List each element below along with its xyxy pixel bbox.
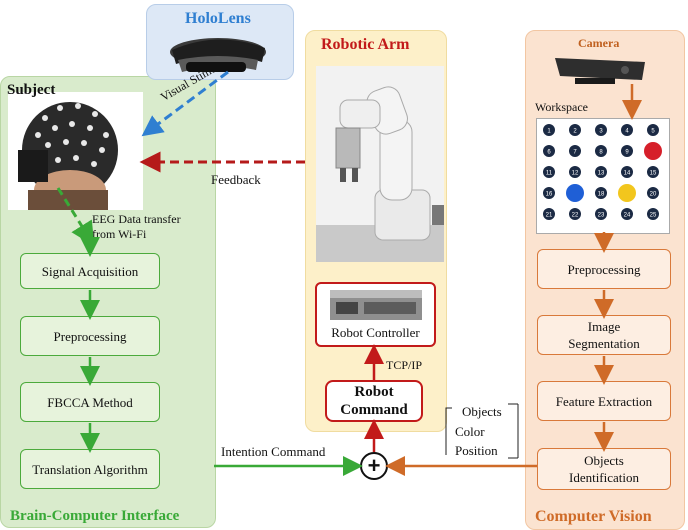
workspace-marker-label: 3 (599, 129, 603, 135)
vision-step-segmentation-line1: Image (587, 319, 621, 334)
workspace-marker (569, 124, 581, 136)
robot-controller-label: Robot Controller (331, 325, 420, 340)
sum-symbol: + (367, 453, 381, 478)
robot-arm-icon (316, 86, 444, 262)
workspace-grid: 1234567891011121314151617181920212223242… (543, 124, 662, 220)
workspace-object-blue (566, 184, 584, 202)
workspace-marker (569, 145, 581, 157)
subject-eeg-head-icon (18, 102, 118, 210)
workspace-marker-label: 16 (546, 192, 553, 198)
workspace-marker-label: 25 (650, 213, 657, 219)
workspace-marker-label: 4 (625, 129, 629, 135)
robot-command-box: Robot Command (325, 380, 423, 422)
vision-step-preprocessing: Preprocessing (537, 249, 671, 289)
eeg-electrodes (35, 103, 109, 167)
tcpip-label: TCP/IP (386, 358, 423, 372)
workspace-marker-label: 14 (624, 171, 631, 177)
robot-title: Robotic Arm (321, 36, 410, 53)
workspace-marker-label: 13 (598, 171, 605, 177)
workspace-marker (569, 166, 581, 178)
workspace-marker-label: 5 (651, 129, 655, 135)
camera-device-icon (555, 58, 645, 84)
workspace-marker-label: 7 (573, 150, 577, 156)
workspace-marker (595, 145, 607, 157)
workspace-marker-label: 15 (650, 171, 657, 177)
workspace-marker-label: 6 (547, 150, 551, 156)
workspace-marker (543, 124, 555, 136)
workspace-marker-label: 21 (546, 213, 553, 219)
workspace-marker (647, 166, 659, 178)
workspace-marker (543, 187, 555, 199)
eeg-label-line2: from Wi-Fi (92, 227, 147, 241)
workspace-marker-label: 9 (625, 150, 629, 156)
vision-step-segmentation: Image Segmentation (537, 315, 671, 355)
vision-step-objects-line1: Objects (584, 453, 624, 468)
workspace-marker (595, 124, 607, 136)
subject-title: Subject (7, 82, 56, 98)
color-label: Color (455, 424, 485, 439)
workspace-marker (647, 208, 659, 220)
camera-title: Camera (578, 36, 620, 50)
objects-bracket-left (445, 407, 452, 455)
position-label: Position (455, 443, 498, 458)
intention-command-label: Intention Command (221, 444, 326, 459)
workspace-marker (595, 208, 607, 220)
workspace-label: Workspace (535, 100, 589, 114)
eeg-transfer-arrow (56, 187, 95, 247)
workspace-marker (621, 208, 633, 220)
visual-stimuli-arrow (141, 70, 229, 137)
workspace-marker (621, 145, 633, 157)
workspace-marker-label: 1 (547, 129, 551, 135)
vision-step-segmentation-line2: Segmentation (568, 336, 640, 351)
workspace-object-red (644, 142, 662, 160)
workspace-marker (621, 124, 633, 136)
vision-step-objects-line2: Identification (568, 470, 640, 485)
workspace-marker (569, 208, 581, 220)
workspace-marker-label: 23 (598, 213, 605, 219)
vision-step-objects-identification: Objects Identification (537, 448, 671, 490)
objects-bracket (508, 403, 519, 459)
workspace-marker (543, 145, 555, 157)
workspace-marker (595, 166, 607, 178)
bci-step-signal-acquisition: Signal Acquisition (20, 253, 160, 289)
workspace-marker (543, 208, 555, 220)
workspace-marker (543, 166, 555, 178)
workspace-marker (647, 187, 659, 199)
workspace-marker (621, 166, 633, 178)
vision-title: Computer Vision (535, 508, 652, 525)
workspace-marker-label: 20 (650, 192, 657, 198)
hololens-headset-icon (170, 38, 266, 72)
eeg-label-line1: EEG Data transfer (92, 212, 181, 226)
bci-step-preprocessing: Preprocessing (20, 316, 160, 356)
bci-step-fbcca: FBCCA Method (20, 382, 160, 422)
workspace-marker-label: 12 (572, 171, 579, 177)
workspace-marker (647, 124, 659, 136)
vision-step-preprocessing-label: Preprocessing (567, 261, 641, 277)
vision-step-feature-extraction-label: Feature Extraction (555, 393, 653, 409)
workspace-marker-label: 22 (572, 213, 579, 219)
workspace-marker (595, 187, 607, 199)
workspace-marker-label: 11 (546, 171, 553, 177)
robot-command-line1: Robot (354, 384, 394, 400)
objects-label: Objects (462, 404, 502, 419)
workspace-marker-label: 18 (598, 192, 605, 198)
feedback-label: Feedback (211, 172, 261, 187)
bci-step-translation: Translation Algorithm (20, 449, 160, 489)
workspace-marker-label: 8 (599, 150, 603, 156)
robot-controller-device-icon (330, 290, 422, 320)
workspace-marker-label: 24 (624, 213, 631, 219)
hololens-title: HoloLens (185, 10, 251, 27)
bci-title: Brain-Computer Interface (10, 508, 180, 524)
workspace-object-yellow (618, 184, 636, 202)
robot-command-line2: Command (340, 402, 408, 418)
workspace-marker-label: 2 (573, 129, 577, 135)
